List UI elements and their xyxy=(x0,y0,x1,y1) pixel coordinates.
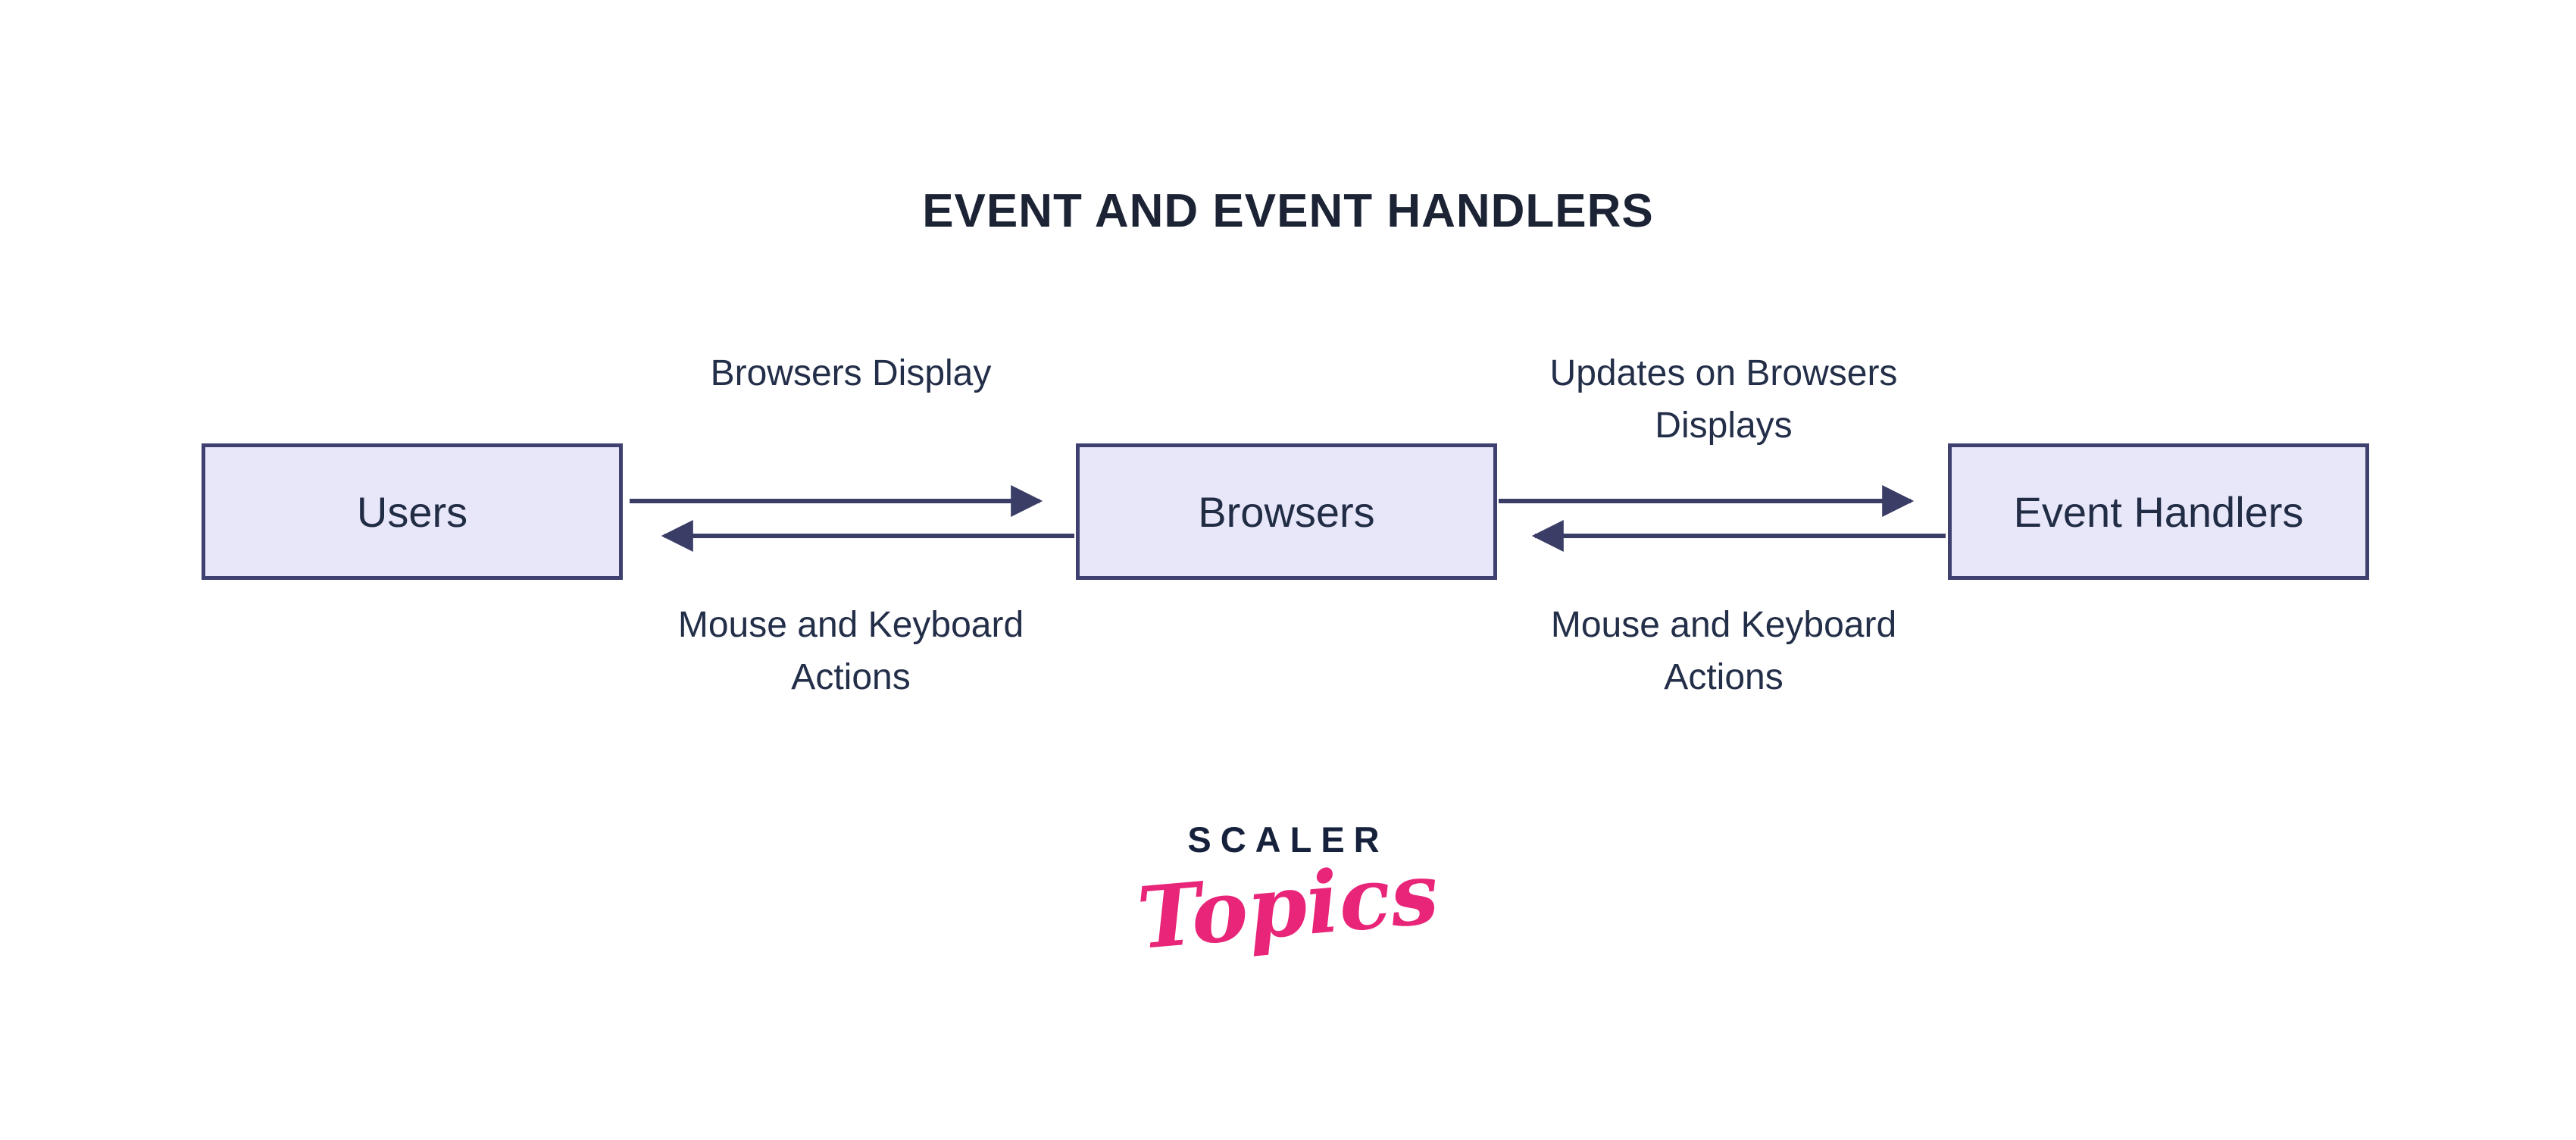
node-users-label: Users xyxy=(356,487,468,536)
edge-label-browsers-display: Browsers Display xyxy=(710,353,992,393)
node-browsers-label: Browsers xyxy=(1198,487,1375,536)
scaler-topics-logo: SCALER Topics xyxy=(1023,819,1553,969)
node-event-handlers-label: Event Handlers xyxy=(2013,487,2304,536)
diagram-title: EVENT AND EVENT HANDLERS xyxy=(922,185,1654,237)
logo-scaler-text: SCALER xyxy=(1187,819,1389,860)
node-users: Users xyxy=(202,443,623,580)
edge-label-mouse-keyboard-actions-right: Mouse and Keyboard Actions xyxy=(1550,605,1897,697)
node-event-handlers: Event Handlers xyxy=(1948,443,2369,580)
edge-label-mouse-keyboard-actions-left: Mouse and Keyboard Actions xyxy=(677,605,1024,697)
edge-label-updates-on-browsers-displays: Updates on Browsers Displays xyxy=(1549,353,1898,446)
node-browsers: Browsers xyxy=(1076,443,1497,580)
